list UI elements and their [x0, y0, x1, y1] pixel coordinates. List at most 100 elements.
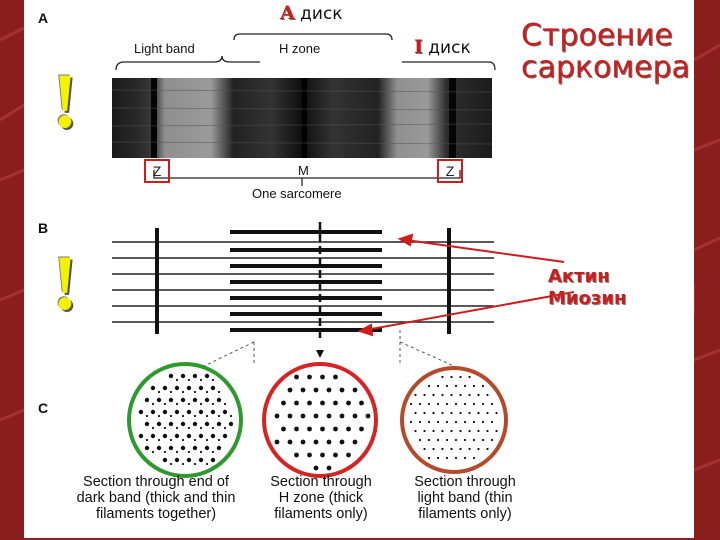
filament-dot — [287, 387, 293, 393]
thin-filament-dot — [181, 462, 185, 466]
filament-dot — [138, 433, 144, 439]
filament-dot — [486, 447, 489, 451]
band-brackets — [115, 33, 496, 186]
caption-light-band-line-1: Section through — [414, 474, 516, 490]
pointer-arrows — [357, 233, 575, 337]
thin-filament-dot — [205, 390, 209, 394]
slide-title: Строение саркомера — [521, 20, 701, 84]
filament-dot — [144, 421, 150, 427]
filament-dot — [294, 426, 299, 432]
filament-dot — [463, 420, 467, 424]
filament-dot — [445, 420, 449, 424]
filament-dot — [468, 375, 471, 379]
filament-dot — [472, 438, 476, 442]
filament-dot — [307, 426, 312, 432]
filament-dot — [423, 429, 426, 433]
filament-dot — [180, 421, 186, 427]
filament-dot — [463, 438, 467, 442]
thin-filament-dot — [163, 402, 167, 406]
filament-dot — [477, 411, 480, 415]
filament-dot — [222, 433, 228, 439]
filament-dot — [168, 397, 174, 403]
filament-dot — [174, 457, 180, 463]
filament-dot — [481, 384, 485, 388]
filament-dot — [490, 402, 494, 406]
filament-dot — [495, 429, 498, 433]
filament-dot — [198, 457, 204, 463]
filament-dot — [441, 393, 444, 397]
filament-dot — [320, 400, 325, 406]
filament-dot — [300, 439, 306, 445]
thin-filament-dot — [211, 378, 215, 382]
filament-dot — [162, 385, 168, 391]
h-zone-label: H zone — [279, 41, 321, 56]
exclamation-mark-top: ! — [52, 57, 78, 144]
filament-dot — [477, 447, 480, 451]
thin-filament-dot — [193, 390, 197, 394]
filament-dot — [472, 384, 476, 388]
thin-filament-dot — [181, 390, 185, 394]
filament-dot — [445, 456, 449, 460]
filament-dot — [436, 402, 440, 406]
filament-dot — [180, 397, 186, 403]
filament-dot — [186, 409, 192, 415]
filament-dot — [198, 409, 204, 415]
thin-filament-dot — [229, 414, 233, 418]
thin-filament-dot — [169, 390, 173, 394]
thin-filament-dot — [187, 426, 191, 430]
filament-dot — [436, 420, 440, 424]
thin-filament-dot — [187, 450, 191, 454]
actin-label: Актин — [548, 266, 610, 287]
filament-dot — [427, 420, 431, 424]
filament-dot — [468, 429, 471, 433]
filament-dot — [463, 384, 467, 388]
filament-dot — [198, 385, 204, 391]
filament-dot — [477, 393, 480, 397]
panel-letter-a: A — [38, 10, 49, 26]
caption-light-band-line-2: light band (thin — [417, 490, 513, 506]
caption-light-band-line-3: filaments only) — [418, 506, 512, 522]
caption-dark-band-line-2: dark band (thick and thin — [76, 490, 236, 506]
filament-dot — [445, 402, 449, 406]
filament-dot — [216, 445, 222, 451]
title-line-2: саркомера — [521, 50, 690, 85]
section-circle-h-zone — [262, 362, 378, 478]
thin-filament-dot — [199, 450, 203, 454]
filament-dot — [192, 421, 198, 427]
thin-filament-dot — [193, 414, 197, 418]
filament-dot — [495, 411, 498, 415]
thin-filament-dot — [223, 426, 227, 430]
filament-dot — [168, 421, 174, 427]
thin-filament-dot — [181, 438, 185, 442]
filament-dot — [204, 397, 210, 403]
thin-filament-dot — [205, 438, 209, 442]
caption-dark-band-line-1: Section through end of — [83, 474, 229, 490]
filament-dot — [320, 426, 325, 432]
filament-dot — [427, 384, 431, 388]
filament-dot — [174, 385, 180, 391]
filament-dot — [450, 429, 453, 433]
caption-h-zone-line-1: Section through — [270, 474, 372, 490]
filament-dot — [436, 384, 440, 388]
filament-dot — [468, 411, 471, 415]
filament-dot — [174, 409, 180, 415]
filament-dot — [441, 375, 444, 379]
filament-dot — [409, 420, 413, 424]
filament-dot — [481, 438, 485, 442]
filament-dot — [432, 447, 435, 451]
filament-dot — [414, 393, 417, 397]
filament-dot — [210, 457, 216, 463]
thin-filament-dot — [193, 438, 197, 442]
exclamation-mark-middle: ! — [52, 239, 78, 326]
filament-dot — [486, 411, 489, 415]
filament-dot — [339, 387, 345, 393]
filament-dot — [326, 387, 332, 393]
filament-dot — [180, 445, 186, 451]
thin-filament-dot — [193, 462, 197, 466]
filament-dot — [150, 433, 156, 439]
filament-dot — [281, 400, 286, 406]
filament-dot — [481, 420, 485, 424]
filament-dot — [307, 374, 312, 380]
filament-dot — [459, 411, 462, 415]
thin-filament-dot — [217, 414, 221, 418]
